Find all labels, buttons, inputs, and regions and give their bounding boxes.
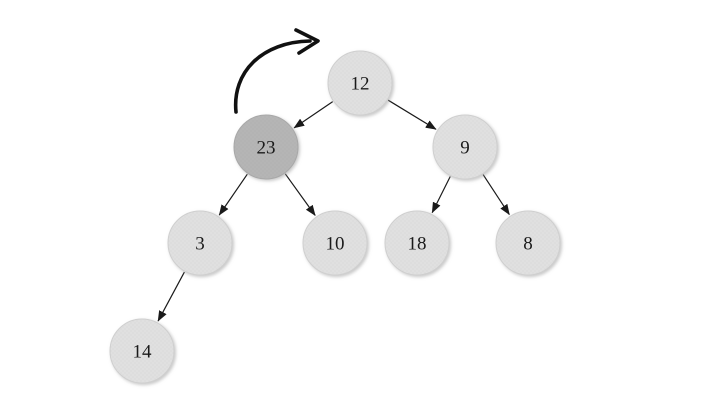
tree-node-3[interactable]: 3	[167, 210, 233, 276]
node-circle-23[interactable]	[233, 114, 299, 180]
node-label-23: 23	[257, 138, 276, 159]
tree-node-10[interactable]: 10	[302, 210, 368, 276]
tree-node-14[interactable]: 14	[109, 318, 175, 384]
tree-node-12[interactable]: 12	[327, 50, 393, 116]
rotation-arrow-layer	[233, 28, 320, 114]
node-layer: 12 23 9 3 10 18 8 14	[109, 50, 561, 384]
node-label-12: 12	[351, 74, 370, 95]
node-label-10: 10	[326, 234, 345, 255]
node-label-8: 8	[523, 234, 533, 255]
tree-node-9[interactable]: 9	[432, 114, 498, 180]
node-label-14: 14	[133, 342, 153, 363]
tree-edge-3-to-14	[157, 271, 185, 322]
tree-edge-12-to-23	[293, 101, 334, 129]
swap-up-arrow	[233, 39, 312, 114]
node-label-18: 18	[408, 234, 427, 255]
node-circle-9[interactable]	[432, 114, 498, 180]
node-circle-18[interactable]	[384, 210, 450, 276]
node-circle-3[interactable]	[167, 210, 233, 276]
node-label-3: 3	[195, 234, 205, 255]
node-circle-10[interactable]	[302, 210, 368, 276]
node-label-9: 9	[460, 138, 470, 159]
tree-edge-12-to-9	[387, 99, 437, 130]
tree-node-18[interactable]: 18	[384, 210, 450, 276]
tree-edge-23-to-3	[218, 173, 248, 216]
tree-edge-23-to-10	[284, 173, 316, 216]
swap-up-arrow-head-icon	[294, 28, 320, 55]
node-circle-8[interactable]	[495, 210, 561, 276]
tree-edge-9-to-18	[431, 176, 451, 214]
node-circle-12[interactable]	[327, 50, 393, 116]
tree-node-23[interactable]: 23	[233, 114, 299, 180]
edge-layer	[157, 99, 510, 322]
node-circle-14[interactable]	[109, 318, 175, 384]
tree-edge-9-to-8	[482, 174, 510, 216]
tree-node-8[interactable]: 8	[495, 210, 561, 276]
